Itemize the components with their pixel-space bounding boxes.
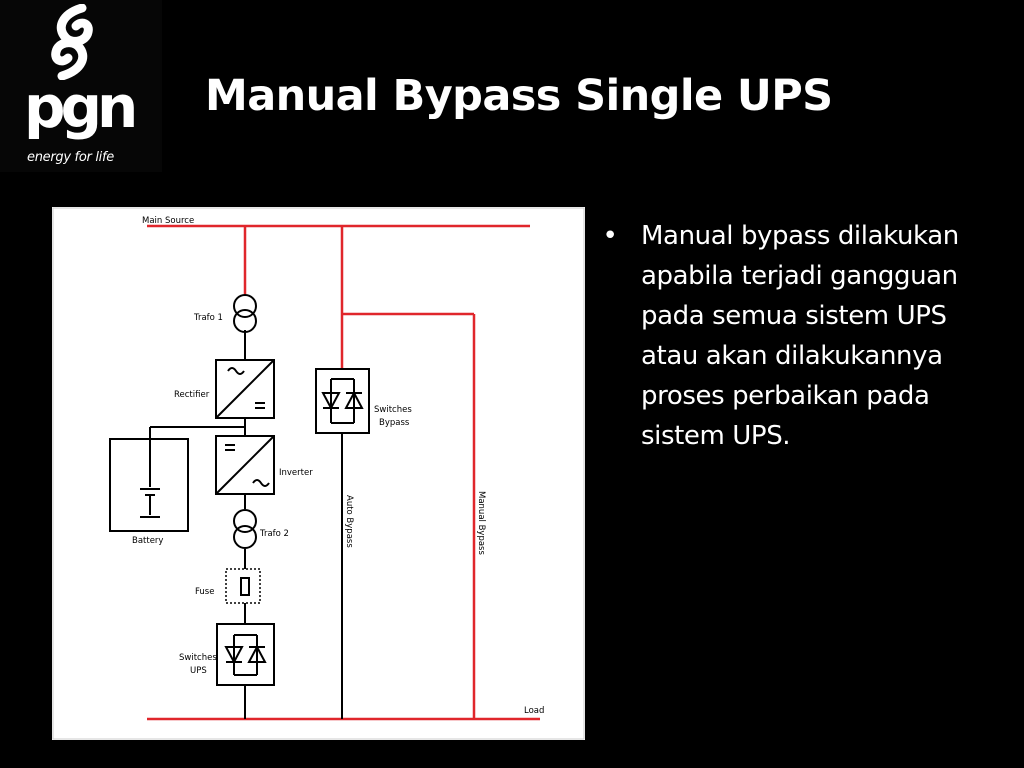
logo-wordmark: pgn (24, 73, 138, 141)
bullet-list: • Manual bypass dilakukan apabila terjad… (600, 216, 1010, 456)
fuse-symbol (225, 568, 261, 604)
auto-bypass-label: Auto Bypass (344, 495, 354, 548)
logo-tagline: energy for life (27, 150, 114, 165)
main-source-label: Main Source (142, 216, 194, 226)
trafo1-symbol (233, 294, 257, 333)
bullet-item: • Manual bypass dilakukan apabila terjad… (600, 216, 1010, 456)
switches-bypass-label-line2: Bypass (379, 418, 410, 428)
wiring (149, 330, 343, 719)
battery-label: Battery (132, 536, 163, 546)
load-label: Load (524, 706, 544, 716)
switches-ups-label-line1: Switches (179, 653, 217, 663)
manual-bypass-label: Manual Bypass (476, 491, 486, 555)
inverter-symbol (215, 435, 275, 495)
bullet-marker: • (602, 221, 618, 251)
ups-bypass-diagram: Trafo 1 Rectifier Inverter B (52, 207, 585, 740)
rectifier-label: Rectifier (174, 390, 210, 400)
power-lines (147, 224, 540, 721)
bullet-text: Manual bypass dilakukan apabila terjadi … (641, 221, 959, 451)
trafo2-label: Trafo 2 (259, 529, 289, 539)
diagram-border (52, 207, 585, 740)
fuse-label: Fuse (195, 587, 214, 597)
trafo2-symbol (233, 509, 257, 549)
switches-ups-label-line2: UPS (190, 666, 207, 676)
pgn-logo: pgn energy for life (0, 0, 162, 172)
switches-bypass-symbol (315, 368, 370, 434)
inverter-label: Inverter (279, 468, 313, 478)
trafo1-label: Trafo 1 (193, 313, 223, 323)
battery-symbol (109, 438, 189, 532)
switches-bypass-label-line1: Switches (374, 405, 412, 415)
slide-title: Manual Bypass Single UPS (205, 71, 833, 121)
rectifier-symbol (215, 359, 275, 419)
pgn-flame-icon (51, 4, 93, 80)
switches-ups-symbol (216, 623, 275, 686)
